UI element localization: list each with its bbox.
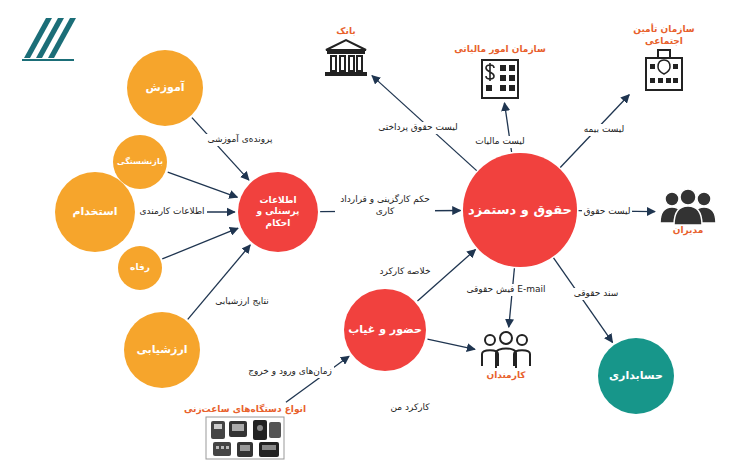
node-label: سازمان تأمین اجتماعی [632, 24, 696, 47]
flow-arrow [554, 258, 613, 342]
flow-arrow [168, 172, 238, 197]
edge-label: لیست مالیات [473, 136, 526, 148]
tax-office-icon-art [480, 56, 520, 100]
edge-label: زمان‌های ورود و خروج [246, 366, 334, 378]
staff-icon: کارمندان [478, 330, 534, 382]
time-clock-icon-art [205, 416, 285, 460]
node-label: آموزش [146, 81, 185, 95]
time-clock-icon: انواع دستگاه‌های ساعت‌زنی [184, 404, 306, 460]
flow-arrow [560, 95, 629, 168]
flow-arrow [372, 76, 477, 171]
edge-label: اطلاعات کارمندی [137, 206, 206, 218]
node-label: بانک [336, 26, 355, 38]
node-label: انواع دستگاه‌های ساعت‌زنی [184, 404, 306, 416]
core-circle: اطلاعات پرسنلی و احکام [238, 172, 318, 252]
flow-arrow [192, 118, 249, 181]
flow-arrow [509, 268, 515, 327]
edge-label: لیست بیمه [582, 124, 626, 136]
node-label: مدیران [673, 225, 704, 237]
module-circle: استخدام [55, 172, 135, 252]
social-security-icon-art [642, 48, 686, 92]
node-label: رفاه [130, 262, 150, 273]
social-security-icon: سازمان تأمین اجتماعی [632, 24, 696, 91]
bank-icon-art [323, 38, 369, 78]
node-label: کارمندان [486, 370, 525, 382]
node-label: ارزشیابی [136, 343, 187, 357]
flow-arrow [162, 228, 238, 259]
flow-arrow [427, 339, 475, 349]
node-label: بازنشستگی [117, 157, 163, 167]
edge-label: E-mail فیش حقوقی [464, 284, 547, 296]
managers-icon: مدیران [658, 187, 718, 237]
edge-label: سند حقوقی [572, 288, 620, 300]
output-circle: حسابداری [598, 338, 674, 414]
tax-office-icon: سازمان امور مالیاتی [454, 44, 546, 100]
core-circle: حقوق و دستمزد [463, 153, 576, 266]
staff-icon-art [478, 330, 534, 370]
core-circle: حضور و غیاب [344, 289, 427, 372]
node-label: استخدام [72, 205, 117, 219]
module-circle: آموزش [127, 50, 203, 126]
edge-label: کارکرد من [388, 402, 431, 414]
bank-icon: بانک [323, 26, 369, 78]
edge-label: پرونده‌ی آموزشی [205, 134, 274, 146]
node-label: حضور و غیاب [348, 323, 422, 337]
edge-label: حکم کارگزینی و قرارداد کاری [335, 194, 435, 217]
edge-label: خلاصه کارکرد [378, 266, 433, 278]
edge-label: لیست حقوق پرداختی [376, 122, 460, 134]
module-circle: ارزشیابی [124, 312, 200, 388]
node-label: اطلاعات پرسنلی و احکام [246, 195, 310, 229]
edge-label: نتایج ارزشیابی [213, 296, 270, 308]
logo-mark [18, 12, 78, 64]
flow-arrow [188, 245, 250, 319]
edge-label: لیست حقوق [582, 206, 633, 218]
module-circle: رفاه [118, 246, 162, 290]
node-label: حقوق و دستمزد [468, 202, 572, 218]
managers-icon-art [658, 187, 718, 225]
node-label: حسابداری [609, 369, 663, 383]
flow-arrow [286, 356, 349, 402]
node-label: سازمان امور مالیاتی [454, 44, 546, 56]
